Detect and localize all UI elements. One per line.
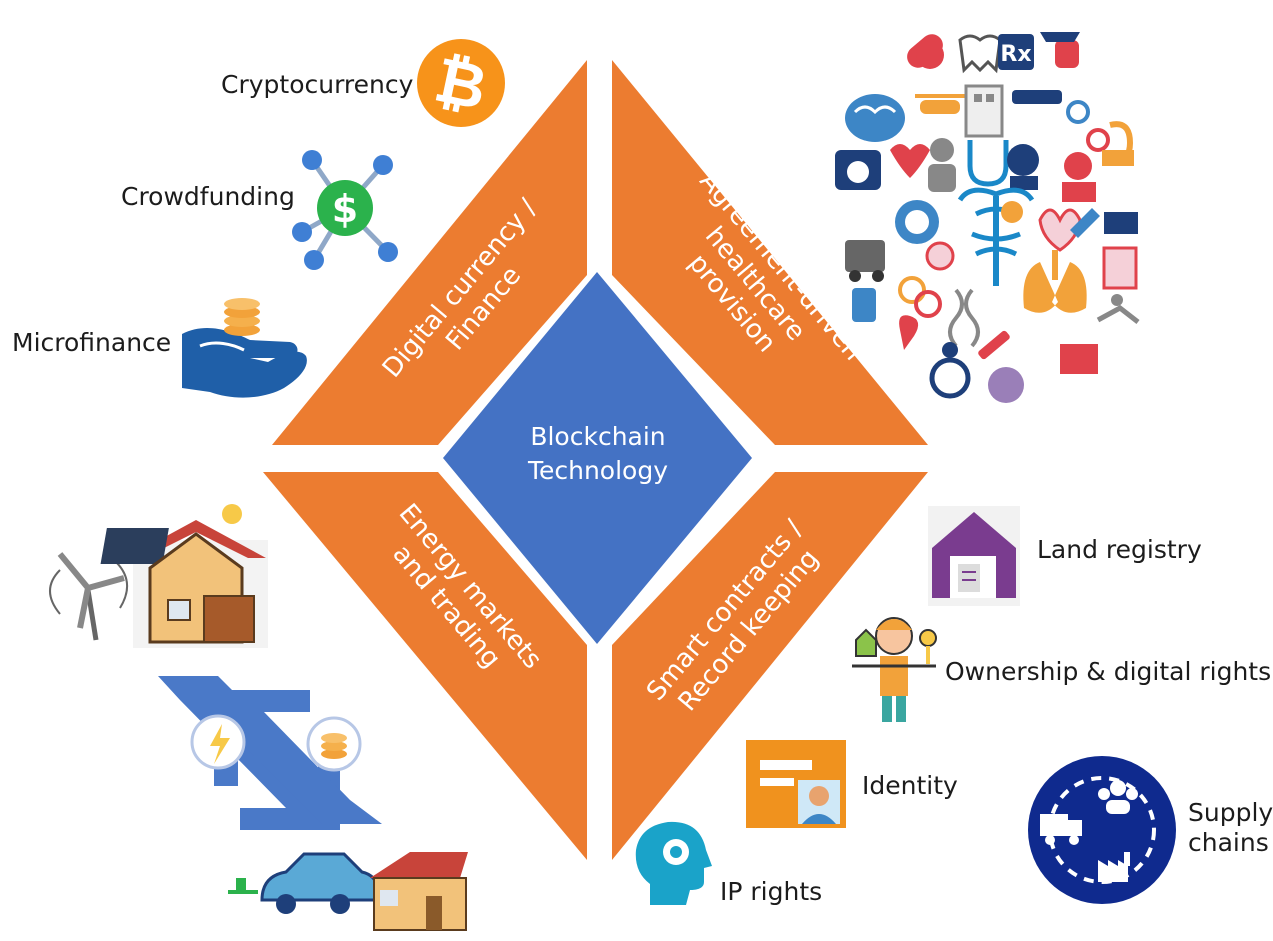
center-label-line: Blockchain xyxy=(530,422,666,451)
label-cryptocurrency: Cryptocurrency xyxy=(221,70,414,99)
head-gear-icon xyxy=(635,821,712,905)
quadrant-bottom-left xyxy=(263,472,587,860)
center-label: Blockchain Technology xyxy=(498,420,698,488)
label-microfinance: Microfinance xyxy=(12,328,172,357)
person-balance-icon xyxy=(852,617,937,722)
label-identity: Identity xyxy=(862,771,958,800)
svg-text:Rx: Rx xyxy=(1000,42,1031,67)
crowdfunding-network-icon: $ xyxy=(292,150,398,270)
center-label-line: Technology xyxy=(527,455,669,485)
svg-text:$: $ xyxy=(332,187,358,231)
center-diamond xyxy=(443,272,752,644)
label-ip-rights: IP rights xyxy=(720,877,823,906)
hand-coins-icon xyxy=(182,298,307,398)
supply-chain-icon xyxy=(1028,756,1176,904)
house-document-icon xyxy=(928,506,1020,606)
energy-trading-icons xyxy=(49,504,468,931)
quadrant-top-right xyxy=(612,60,928,445)
id-card-icon xyxy=(746,740,846,828)
bitcoin-icon: ₿ xyxy=(417,39,505,127)
label-crowdfunding: Crowdfunding xyxy=(121,182,295,211)
label-supply-chains: Supply chains xyxy=(1188,798,1273,857)
label-ownership: Ownership & digital rights xyxy=(945,657,1272,686)
healthcare-icons-cluster: Rx xyxy=(835,32,1140,403)
label-land-registry: Land registry xyxy=(1037,535,1202,564)
quadrant-top-left xyxy=(272,60,587,445)
quadrant-bottom-right xyxy=(612,472,928,860)
